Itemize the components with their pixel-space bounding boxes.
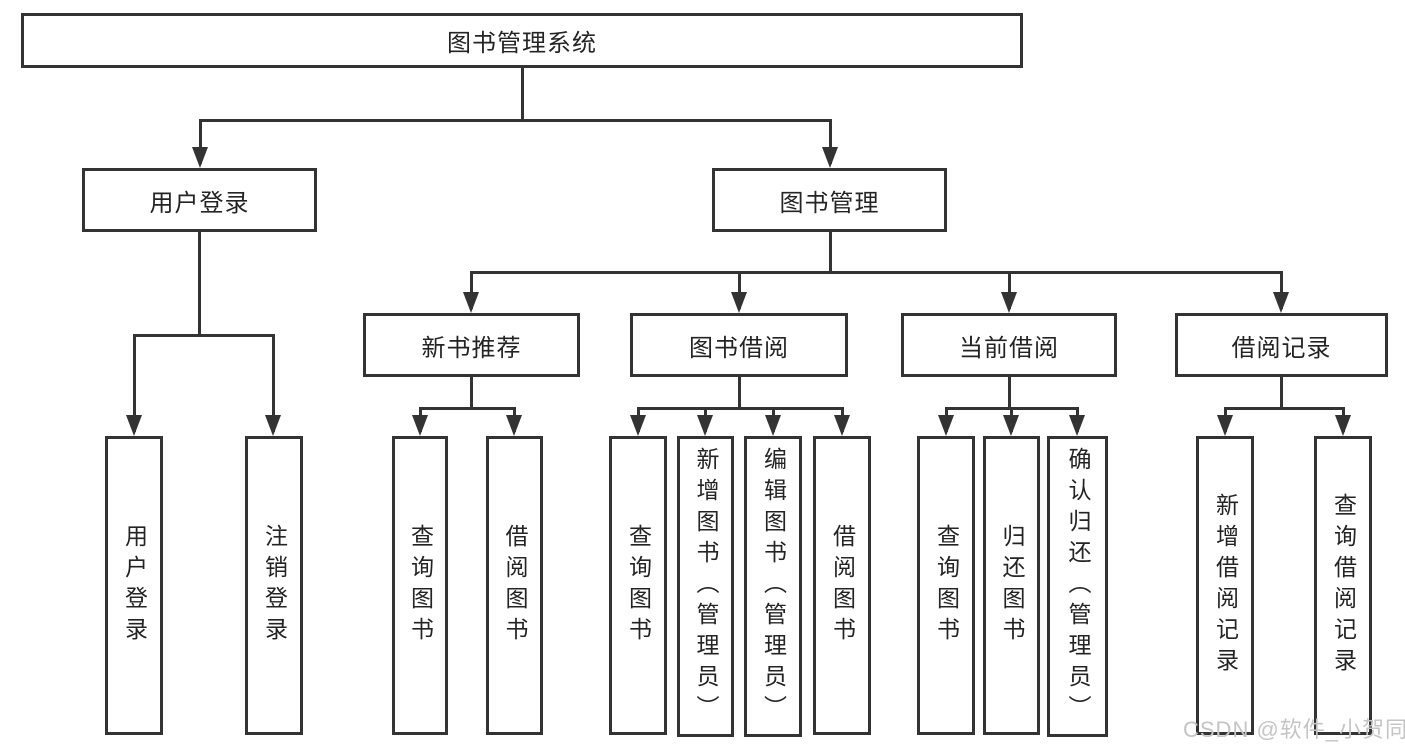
arrowhead-logout-leaf xyxy=(265,415,281,436)
leaf-label: 新增借阅记录 xyxy=(1212,492,1239,679)
leaf-label: 确认归还（管理员） xyxy=(1065,447,1091,726)
leaf-label: 借阅图书 xyxy=(502,523,528,648)
arrowhead-user-login xyxy=(192,147,208,168)
arrowhead xyxy=(506,415,522,436)
connector-user-login-stub xyxy=(198,232,201,336)
node-label: 新书推荐 xyxy=(421,334,522,362)
arrowhead xyxy=(1335,415,1351,436)
connector-root-rail xyxy=(199,119,831,122)
connector-drop-new-book xyxy=(470,271,473,309)
leaf-label: 查询借阅记录 xyxy=(1330,492,1357,679)
node-book-management: 图书管理 xyxy=(712,168,947,232)
leaf-query-book-borrow: 查询图书 xyxy=(609,436,667,735)
node-user-login: 用户登录 xyxy=(82,168,317,232)
connector-book-mgmt-stub xyxy=(829,232,832,273)
arrowhead xyxy=(765,415,781,436)
leaf-return-book: 归还图书 xyxy=(983,436,1040,735)
arrowhead-borrow-record xyxy=(1273,292,1289,313)
leaf-confirm-return-admin: 确认归还（管理员） xyxy=(1047,436,1108,737)
node-label: 图书借阅 xyxy=(689,334,789,362)
leaf-label: 编辑图书（管理员） xyxy=(760,447,787,726)
connector-drop-borrow-record xyxy=(1280,271,1283,309)
arrowhead xyxy=(834,415,850,436)
arrowhead-book-borrow xyxy=(731,292,747,313)
node-borrow-record: 借阅记录 xyxy=(1175,313,1388,377)
leaf-add-book-admin: 新增图书（管理员） xyxy=(677,436,734,737)
leaf-logout: 注销登录 xyxy=(245,436,303,735)
leaf-query-borrow-record: 查询借阅记录 xyxy=(1314,436,1372,735)
arrowhead-new-book xyxy=(463,292,479,313)
connector-drop-book-borrow xyxy=(738,271,741,309)
connector-book-borrow-rail xyxy=(637,407,843,410)
leaf-edit-book-admin: 编辑图书（管理员） xyxy=(744,436,802,737)
arrowhead-current-borrow xyxy=(1001,292,1017,313)
connector-drop-book-mgmt xyxy=(829,119,832,164)
connector-new-book-stub xyxy=(470,377,473,409)
node-new-book-recommend: 新书推荐 xyxy=(363,313,580,377)
leaf-label: 新增图书（管理员） xyxy=(693,447,719,726)
leaf-borrow-book: 借阅图书 xyxy=(813,436,871,735)
node-label: 借阅记录 xyxy=(1231,334,1332,362)
connector-drop-login-leaf xyxy=(133,334,136,432)
leaf-borrow-book-recommend: 借阅图书 xyxy=(486,436,543,735)
node-root-library-system: 图书管理系统 xyxy=(21,13,1023,68)
arrowhead xyxy=(1217,415,1233,436)
connector-borrow-record-rail xyxy=(1224,407,1344,410)
arrowhead-book-mgmt xyxy=(822,147,838,168)
leaf-label: 查询图书 xyxy=(407,523,434,648)
node-label: 用户登录 xyxy=(149,189,250,217)
connector-borrow-record-stub xyxy=(1280,377,1283,409)
connector-drop-user-login xyxy=(199,119,202,164)
node-book-borrow: 图书借阅 xyxy=(630,313,848,377)
arrowhead xyxy=(1069,415,1085,436)
node-label: 图书管理系统 xyxy=(447,30,597,57)
csdn-watermark: CSDN @软件_小贺同学 xyxy=(1183,717,1405,742)
leaf-label: 借阅图书 xyxy=(829,523,856,648)
leaf-label: 注销登录 xyxy=(261,523,288,648)
node-label: 当前借阅 xyxy=(959,334,1059,362)
leaf-label: 归还图书 xyxy=(999,523,1025,648)
arrowhead xyxy=(412,415,428,436)
leaf-label: 查询图书 xyxy=(625,523,652,648)
connector-root-stub xyxy=(521,68,524,121)
arrowhead xyxy=(630,415,646,436)
arrowhead xyxy=(938,415,954,436)
connector-book-borrow-stub xyxy=(738,377,741,409)
leaf-user-login: 用户登录 xyxy=(105,436,163,735)
leaf-label: 用户登录 xyxy=(121,523,148,648)
arrowhead xyxy=(697,415,713,436)
node-label: 图书管理 xyxy=(779,189,880,217)
connector-user-login-rail xyxy=(133,334,274,337)
connector-drop-current-borrow xyxy=(1008,271,1011,309)
leaf-query-book-recommend: 查询图书 xyxy=(392,436,448,735)
connector-current-borrow-stub xyxy=(1008,377,1011,409)
leaf-label: 查询图书 xyxy=(933,523,960,648)
arrowhead xyxy=(1003,415,1019,436)
node-current-borrow: 当前借阅 xyxy=(901,313,1117,377)
leaf-query-book-current: 查询图书 xyxy=(917,436,975,735)
leaf-add-borrow-record: 新增借阅记录 xyxy=(1196,436,1254,735)
connector-drop-logout-leaf xyxy=(272,334,275,432)
arrowhead-login-leaf xyxy=(126,415,142,436)
connector-book-mgmt-rail xyxy=(470,271,1283,274)
connector-new-book-rail xyxy=(419,407,516,410)
